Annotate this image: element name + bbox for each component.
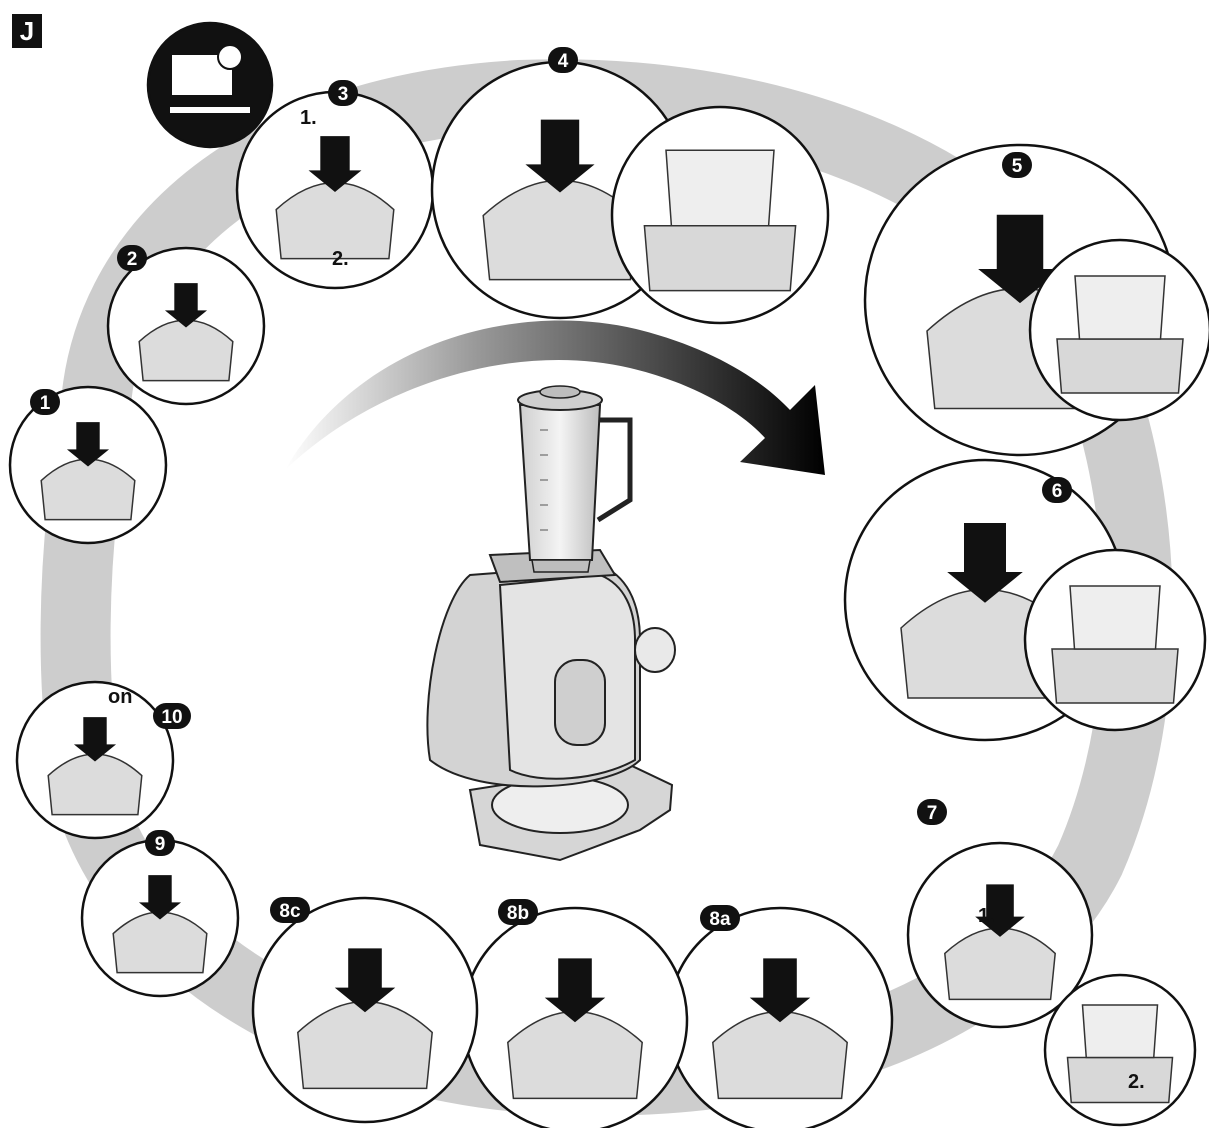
- step-3-label: 3: [338, 84, 349, 105]
- step-8c-panel: [251, 896, 479, 1124]
- step-2-label: 2: [127, 249, 138, 270]
- step-7-sublabel: 1.: [978, 905, 995, 927]
- step-8c-badge: 8c: [270, 897, 310, 923]
- step-8b-label: 8b: [507, 903, 529, 924]
- step-9-badge: 9: [145, 830, 175, 856]
- step-10-badge: 10: [153, 703, 191, 729]
- process-direction-arrow: [285, 320, 825, 475]
- step-3-badge: 3: [328, 80, 358, 106]
- section-label: J: [12, 14, 42, 48]
- step-10-sublabel: on: [108, 686, 132, 708]
- step-8b-badge: 8b: [498, 899, 538, 925]
- step-5-badge: 5: [1002, 152, 1032, 178]
- step-1-badge: 1: [30, 389, 60, 415]
- step-4-badge: 4: [548, 47, 578, 73]
- step-8b-panel: [461, 906, 689, 1128]
- step-6-detail: [1023, 548, 1207, 732]
- kitchen-machine-with-blender: [426, 385, 676, 862]
- step-7-label: 7: [927, 803, 938, 824]
- step-badges: 1 2 3 1. 2. 4 5 6 7 1. 2. 8a 8b 8c 9 10 on: [30, 47, 1145, 1093]
- step-8a-panel: [666, 906, 894, 1128]
- step-3-sublabel: 1.: [300, 107, 317, 129]
- step-7-badge: 7: [917, 799, 947, 825]
- step-2-badge: 2: [117, 245, 147, 271]
- step-7-sublabel: 2.: [1128, 1071, 1145, 1093]
- step-8c-label: 8c: [279, 901, 301, 922]
- step-3-inset: [146, 21, 274, 149]
- step-8a-badge: 8a: [700, 905, 740, 931]
- step-7-panel: [906, 841, 1094, 1029]
- step-1-label: 1: [40, 393, 51, 414]
- step-6-label: 6: [1052, 481, 1063, 502]
- step-5-detail: [1028, 238, 1209, 422]
- step-10-panel: [15, 680, 175, 840]
- step-3-panel: [235, 90, 435, 290]
- step-8a-label: 8a: [709, 909, 731, 930]
- step-3-sublabel: 2.: [332, 248, 349, 270]
- step-9-label: 9: [155, 834, 166, 855]
- step-2-panel: [106, 246, 266, 406]
- step-5-label: 5: [1012, 156, 1023, 177]
- step-7-detail: [1043, 973, 1197, 1127]
- step-4-label: 4: [558, 51, 569, 72]
- step-9-panel: [80, 838, 240, 998]
- step-10-label: 10: [161, 707, 182, 728]
- step-vignettes: [8, 21, 1209, 1128]
- step-4-detail: [610, 105, 830, 325]
- step-1-panel: [8, 385, 168, 545]
- step-6-badge: 6: [1042, 477, 1072, 503]
